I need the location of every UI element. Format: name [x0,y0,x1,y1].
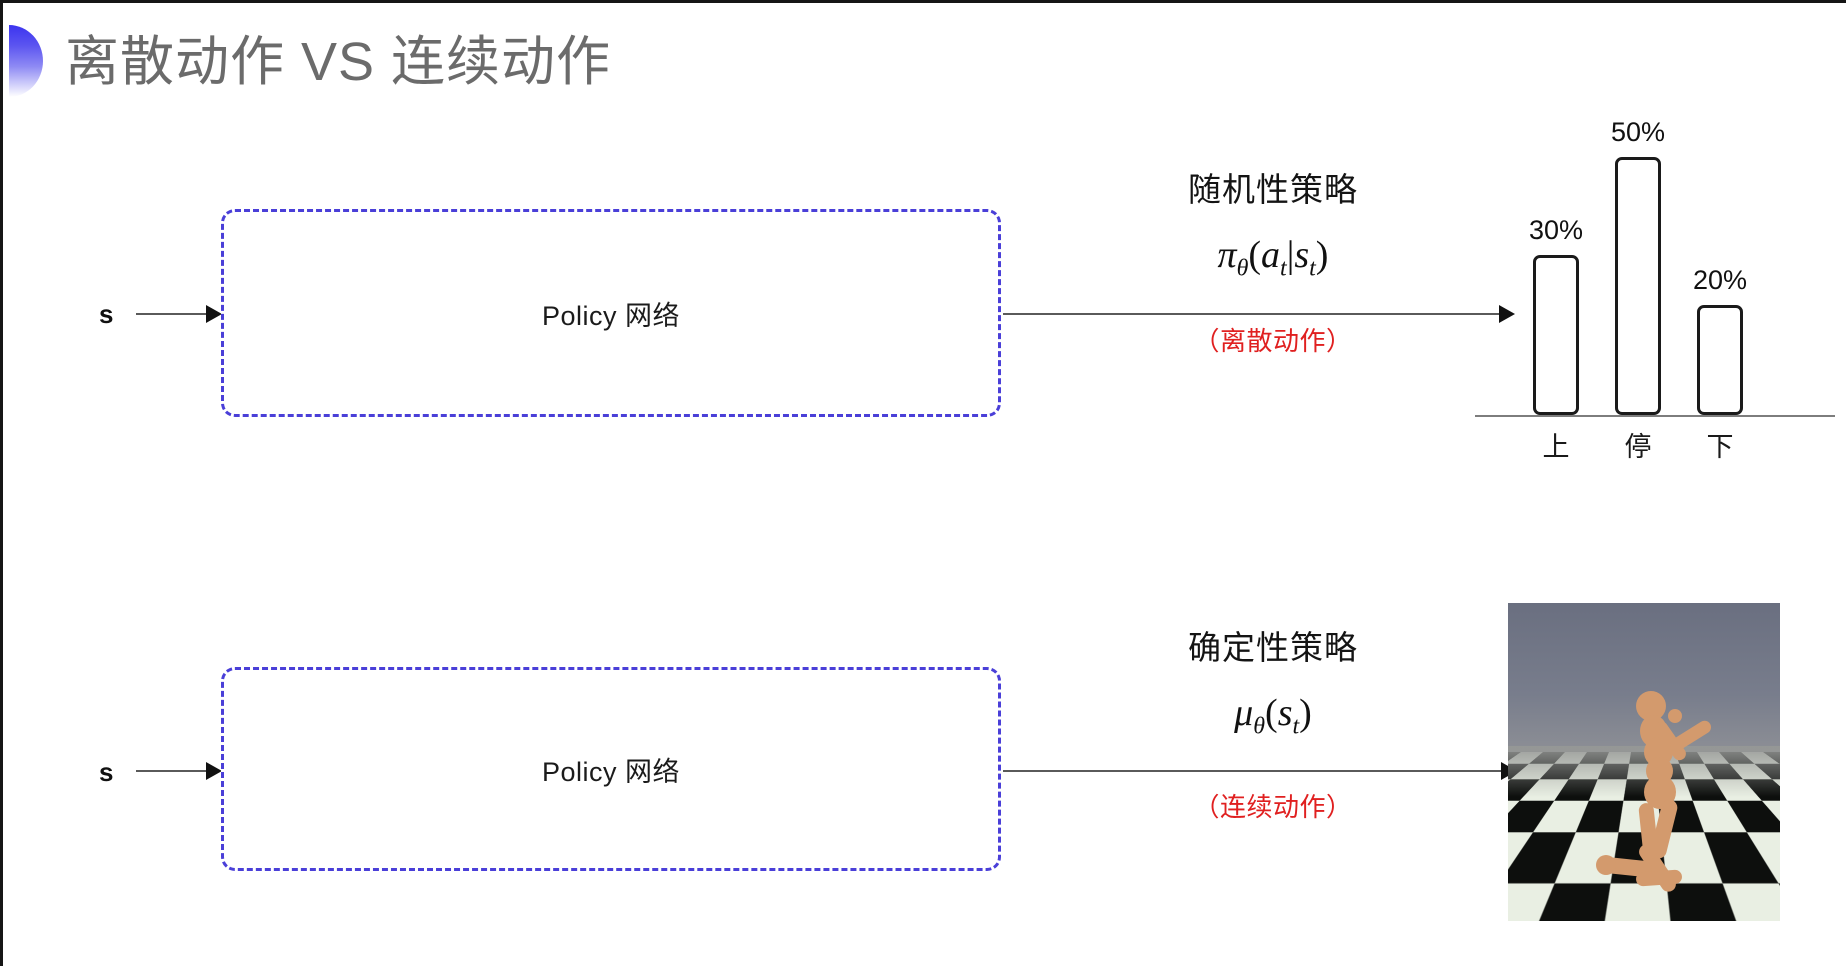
bar-category-1: 停 [1624,432,1652,462]
bar-value-0: 30% [1528,215,1584,245]
formula-given-bar-top: | [1286,234,1295,276]
bar-value-1: 50% [1610,117,1666,147]
state-label-bottom: s [99,757,114,787]
formula-symbol-top: π [1217,234,1237,276]
bar-2 [1697,305,1743,415]
discrete-action-bar-chart: 30% 50% 20% 上 停 下 [1475,103,1835,462]
humanoid-hand [1668,709,1682,723]
bar-category-0: 上 [1542,432,1570,462]
output-arrow-line-bottom [1003,770,1513,772]
policy-formula-bottom: μθ(st) [1103,691,1443,741]
humanoid-heel [1596,855,1616,875]
bar-1 [1615,157,1661,415]
formula-state-sub-bottom: t [1292,713,1300,740]
formula-state-top: s [1294,234,1310,276]
input-arrow-line-bottom [136,770,214,772]
action-type-note-bottom: （连续动作） [1193,791,1353,822]
action-type-note-top: （离散动作） [1193,325,1353,356]
formula-open-paren-bottom: ( [1265,692,1278,734]
formula-state-sub-top: t [1309,255,1316,282]
page-title: 离散动作 VS 连续动作 [65,32,612,92]
formula-open-paren-top: ( [1248,234,1262,276]
policy-network-box-top[interactable]: Policy 网络 [221,209,1001,417]
bar-category-2: 下 [1706,432,1734,462]
policy-network-label-top: Policy 网络 [541,300,681,331]
output-arrow-head-top [1499,305,1515,323]
deterministic-policy-annotation: 确定性策略 μθ(st) （连续动作） [1103,621,1443,824]
input-arrow-head-bottom [206,762,222,780]
policy-heading-bottom: 确定性策略 [1188,629,1358,666]
policy-network-label-bottom: Policy 网络 [541,756,681,787]
bar-value-2: 20% [1692,265,1748,295]
formula-symbol-bottom: μ [1234,692,1254,734]
formula-close-paren-bottom: ) [1299,692,1312,734]
policy-heading-top: 随机性策略 [1188,171,1358,208]
chart-baseline-axis [1475,415,1835,417]
formula-state-bottom: s [1277,692,1293,734]
bar-0 [1533,255,1579,415]
output-arrow-line-top [1003,313,1511,315]
humanoid-simulation-image [1508,603,1780,921]
input-arrow-line-top [136,313,214,315]
policy-network-box-bottom[interactable]: Policy 网络 [221,667,1001,871]
formula-theta-bottom: θ [1253,713,1266,740]
state-label-top: s [99,299,114,329]
policy-formula-top: πθ(at|st) [1103,233,1443,283]
input-arrow-head-top [206,305,222,323]
formula-action-sub-top: t [1280,255,1287,282]
formula-action-top: a [1261,234,1281,276]
formula-theta-top: θ [1236,255,1249,282]
formula-close-paren-top: ) [1315,234,1329,276]
stochastic-policy-annotation: 随机性策略 πθ(at|st) （离散动作） [1103,163,1443,358]
half-circle-gradient-icon [9,25,43,97]
